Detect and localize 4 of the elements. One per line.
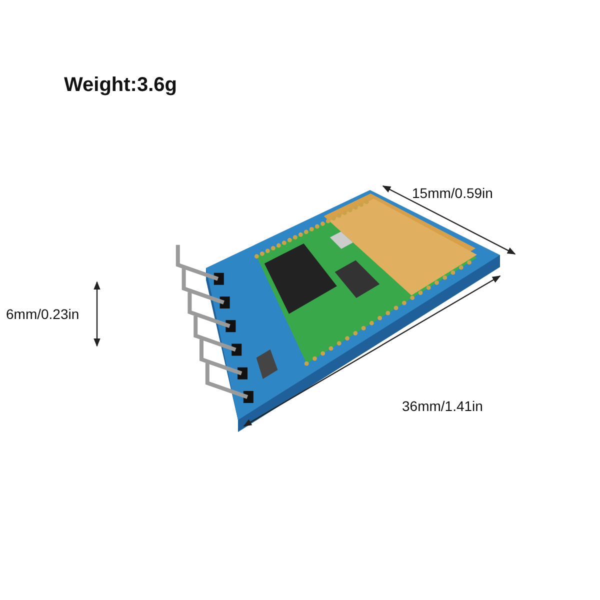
dimension-label: 15mm/0.59in: [412, 185, 493, 201]
dimension-label: 6mm/0.23in: [6, 306, 80, 322]
dimension-label: 36mm/1.41in: [402, 398, 483, 414]
weight-label: Weight:3.6g: [64, 74, 177, 97]
